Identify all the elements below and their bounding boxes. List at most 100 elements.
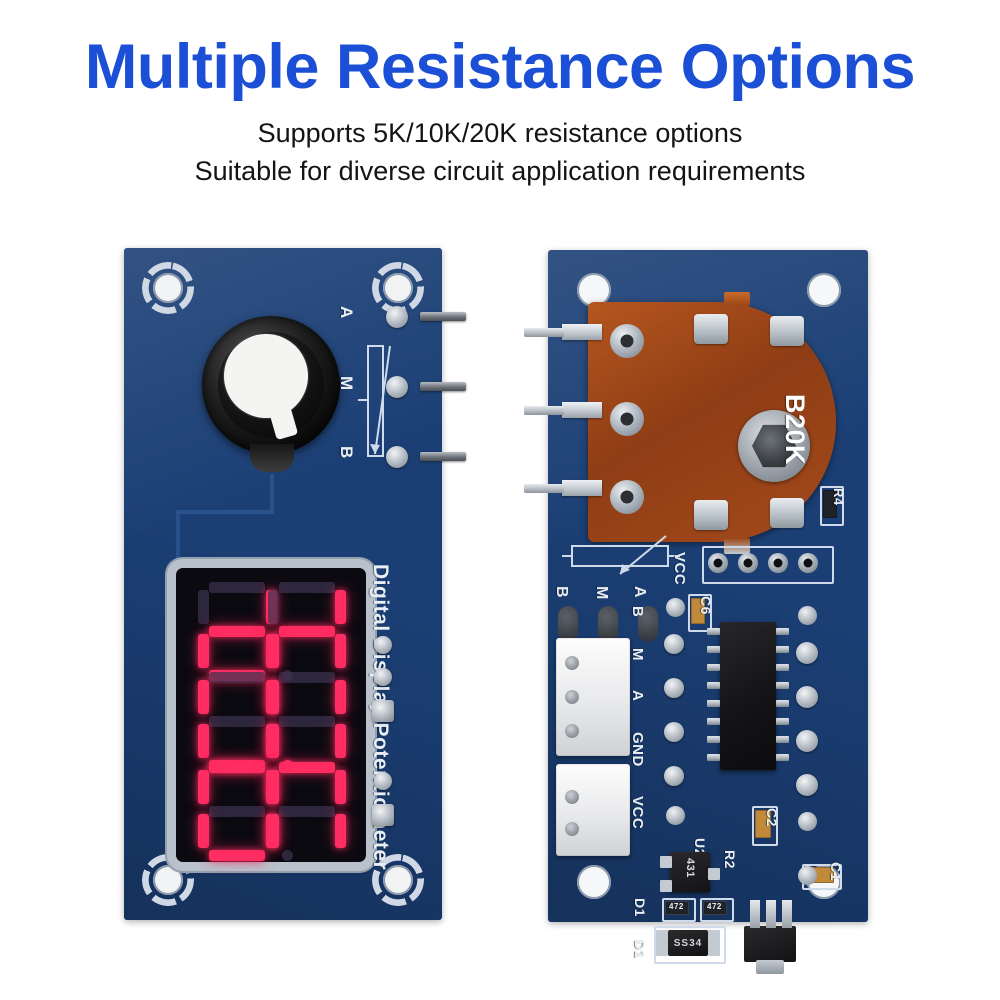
solder-pad [664, 634, 684, 654]
front-view-pcb: A M B [124, 248, 466, 920]
header-pin[interactable] [420, 452, 466, 461]
display-digit-2 [196, 672, 346, 771]
component-c2 [755, 810, 771, 838]
pot-solder-tab [770, 316, 804, 346]
terminal-label-a: A [631, 586, 648, 599]
knob-pointer-icon [224, 334, 308, 418]
component-label-r3: D1 [632, 898, 648, 917]
page-title: Multiple Resistance Options [84, 32, 916, 102]
potentiometer-symbol-icon [356, 336, 396, 466]
pot-rivet [610, 480, 644, 514]
r2-outline [700, 898, 734, 922]
mounting-hole [142, 854, 194, 906]
component-label-r4: R4 [831, 488, 846, 506]
component-label-c2: C2 [764, 808, 780, 827]
pcb-trace [270, 474, 274, 514]
solder-pad [664, 678, 684, 698]
rotary-knob[interactable] [202, 316, 340, 454]
connector-label-a: A [629, 690, 646, 702]
header-pad[interactable] [768, 553, 788, 573]
solder-pad [796, 730, 818, 752]
pot-lead [524, 406, 564, 415]
pot-case-tab [724, 292, 750, 306]
solder-pad [372, 700, 394, 722]
c2-outline [752, 806, 778, 846]
solder-pad [664, 766, 684, 786]
pot-lead [524, 484, 564, 493]
component-r3: 472 [665, 901, 689, 915]
terminal-slot [638, 606, 658, 642]
connector-label-b: B [629, 606, 646, 618]
pot-solder-tab [770, 498, 804, 528]
terminal-slot [598, 606, 618, 642]
component-label-d1: D1 [632, 940, 648, 959]
voltage-regulator [744, 926, 796, 962]
pcb-trace [176, 510, 274, 514]
mounting-hole [142, 262, 194, 314]
subtitle-line-1: Supports 5K/10K/20K resistance options [257, 118, 743, 148]
via-pad [798, 606, 817, 625]
header-label-vcc: VCC [671, 552, 688, 586]
header: Multiple Resistance Options Supports 5K/… [0, 0, 1000, 189]
pin-label-a: A [337, 306, 356, 319]
solder-pad [386, 446, 408, 468]
jst-connector-2pin[interactable] [556, 764, 630, 856]
solder-pad [796, 774, 818, 796]
mounting-hole [372, 854, 424, 906]
component-marking-d1: SS34 [673, 937, 703, 949]
knob-shaft-nub [250, 444, 294, 472]
header-pad[interactable] [738, 553, 758, 573]
via-pad [798, 812, 817, 831]
r4-outline [820, 486, 844, 526]
r3-outline [662, 898, 696, 922]
header-pad[interactable] [708, 553, 728, 573]
mounting-hole [568, 856, 620, 908]
pot-lead [524, 328, 564, 337]
mounting-hole [798, 264, 850, 316]
terminal-slot [558, 606, 578, 642]
vcc-header-outline [702, 546, 834, 584]
header-pin[interactable] [420, 312, 466, 321]
jst-connector-3pin[interactable] [556, 638, 630, 756]
pin-label-m: M [337, 376, 356, 391]
header-pin[interactable] [420, 382, 466, 391]
mounting-hole [372, 262, 424, 314]
pot-rivet [610, 324, 644, 358]
display-digit-3 [196, 762, 346, 861]
pot-terminal-leg [562, 324, 602, 340]
solder-pad [374, 636, 392, 654]
solder-pad [372, 804, 394, 826]
driver-ic [720, 622, 776, 770]
potentiometer-shaft[interactable] [738, 410, 810, 482]
component-u2: 431 [670, 852, 710, 892]
potentiometer-body: B20K [588, 292, 836, 554]
solder-pad [386, 376, 408, 398]
header-pad[interactable] [798, 553, 818, 573]
connector-label-gnd: GND [629, 732, 646, 767]
potentiometer-value-label: B20K [780, 394, 810, 466]
terminal-label-b: B [553, 586, 570, 599]
component-c6 [691, 598, 705, 624]
mounting-hole [568, 264, 620, 316]
component-label-c6: C6 [698, 596, 714, 615]
seven-segment-display [176, 568, 366, 862]
component-label-c1: C1 [828, 862, 844, 881]
component-d1: SS34 [668, 930, 708, 956]
component-marking-r2: 472 [707, 902, 722, 911]
pcb-trace [176, 510, 180, 562]
display-digit-1 [196, 582, 346, 681]
via-pad [666, 598, 685, 617]
solder-pad [664, 722, 684, 742]
via-pad [798, 866, 817, 885]
solder-pad [796, 642, 818, 664]
connector-label-m: M [629, 648, 646, 661]
solder-pad [374, 772, 392, 790]
component-label-r2: R2 [722, 850, 738, 869]
connector-label-vcc: VCC [629, 796, 646, 830]
component-marking-r3: 472 [669, 902, 684, 911]
component-marking-u2: 431 [684, 858, 696, 878]
terminal-label-m: M [593, 586, 610, 600]
pin-label-b: B [337, 446, 356, 459]
back-view-pcb: B20K R4 B M A VCC [524, 250, 868, 974]
